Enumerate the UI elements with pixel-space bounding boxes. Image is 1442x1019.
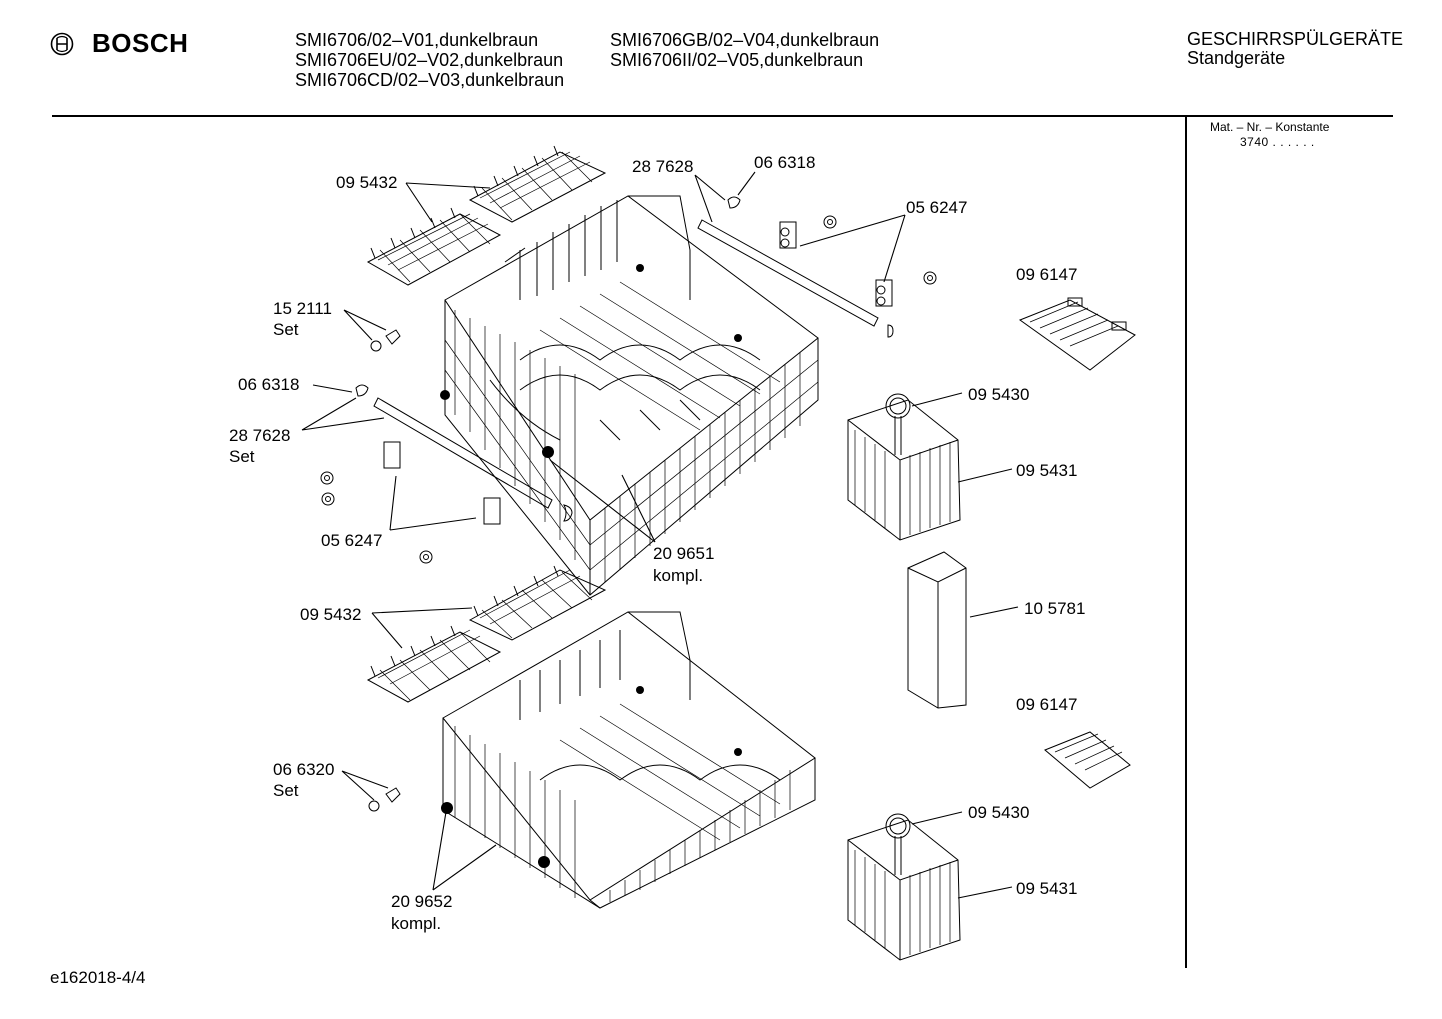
category-title: GESCHIRRSPÜLGERÄTE xyxy=(1187,29,1404,49)
model-item: SMI6706/02–V01,dunkelbraun xyxy=(295,30,539,50)
part-label: 05 6247 xyxy=(321,531,382,550)
part-label: 10 5781 xyxy=(1024,599,1085,618)
drawing-code: e162018-4/4 xyxy=(50,968,146,987)
part-label: Set xyxy=(273,320,299,339)
small-parts-drawing xyxy=(320,196,937,812)
category-subtitle: Standgeräte xyxy=(1187,48,1286,68)
part-label: kompl. xyxy=(653,566,703,585)
rail-drawing xyxy=(373,219,879,509)
brand-block: BOSCH xyxy=(50,28,188,59)
brand-name: BOSCH xyxy=(92,28,189,58)
part-label: 06 6320 xyxy=(273,760,334,779)
upper-basket-drawing xyxy=(440,195,819,596)
leader-lines xyxy=(301,171,1019,899)
part-label: 09 5430 xyxy=(968,803,1029,822)
lower-basket-drawing xyxy=(441,611,816,909)
part-label: 28 7628 xyxy=(632,157,693,176)
header-divider xyxy=(52,115,1393,117)
model-list-col2: SMI6706GB/02–V04,dunkelbraun SMI6706II/0… xyxy=(610,30,879,70)
part-label: Set xyxy=(273,781,299,800)
part-label: 09 5430 xyxy=(968,385,1029,404)
bosch-logo-icon xyxy=(50,32,74,55)
lower-cup-shelf-drawing xyxy=(366,565,607,703)
model-item: SMI6706CD/02–V03,dunkelbraun xyxy=(295,70,565,90)
part-label: 09 5432 xyxy=(300,605,361,624)
mat-number-label: Mat. – Nr. – Konstante xyxy=(1210,120,1330,134)
part-label: 06 6318 xyxy=(754,153,815,172)
part-label: 09 6147 xyxy=(1016,695,1077,714)
part-label: Set xyxy=(229,447,255,466)
model-item: SMI6706EU/02–V02,dunkelbraun xyxy=(295,50,564,70)
part-label: kompl. xyxy=(391,914,441,933)
part-label: 28 7628 xyxy=(229,426,290,445)
model-item: SMI6706GB/02–V04,dunkelbraun xyxy=(610,30,880,50)
part-label: 15 2111 xyxy=(273,299,332,318)
part-label: 09 5431 xyxy=(1016,879,1077,898)
side-divider xyxy=(1185,116,1187,968)
category-block: GESCHIRRSPÜLGERÄTE Standgeräte xyxy=(1187,30,1403,68)
model-item: SMI6706II/02–V05,dunkelbraun xyxy=(610,50,864,70)
part-label: 09 6147 xyxy=(1016,265,1077,284)
mat-number-value: 3740 . . . . . . xyxy=(1240,135,1315,149)
cup-shelf-drawing xyxy=(366,145,607,286)
part-label: 06 6318 xyxy=(238,375,299,394)
model-list-col1: SMI6706/02–V01,dunkelbraun SMI6706EU/02–… xyxy=(295,30,564,90)
part-label: 05 6247 xyxy=(906,198,967,217)
part-label: 20 9652 xyxy=(391,892,452,911)
part-label: 09 5432 xyxy=(336,173,397,192)
part-label: 09 5431 xyxy=(1016,461,1077,480)
side-parts-drawing xyxy=(847,297,1136,961)
part-label: 20 9651 xyxy=(653,544,714,563)
part-labels: 09 5432 28 7628 06 6318 05 6247 09 6147 … xyxy=(229,153,1085,933)
